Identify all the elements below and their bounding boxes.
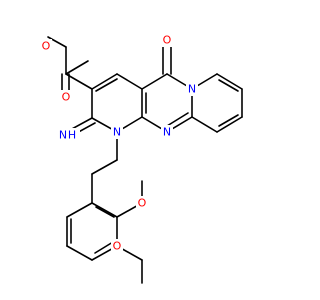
svg-text:N: N: [163, 126, 171, 139]
molecule-canvas: O O O N N N N H O O: [40, 33, 243, 284]
bond: [216, 116, 243, 133]
bond: [47, 36, 67, 48]
bond: [216, 73, 243, 90]
atom-label-O1: O: [40, 39, 52, 53]
svg-text:O: O: [163, 34, 172, 47]
svg-text:O: O: [42, 40, 51, 53]
bond: [95, 206, 115, 218]
bond: [66, 202, 93, 218]
bond: [141, 73, 168, 90]
atom-label-O4: O: [136, 196, 148, 210]
atom-label-N2: N: [161, 125, 173, 139]
bond: [95, 78, 118, 92]
bond: [91, 73, 118, 90]
molecule-structure: O O O N N N N H O O: [40, 33, 243, 284]
bond: [65, 73, 93, 90]
bond: [91, 159, 118, 175]
svg-text:O: O: [62, 91, 71, 104]
atom-label-N3: N: [111, 125, 123, 139]
bond: [218, 114, 239, 127]
atom-label-NH: N H: [58, 128, 80, 142]
bond: [116, 73, 143, 90]
svg-text:N: N: [188, 83, 196, 96]
bond: [65, 60, 89, 75]
svg-text:N: N: [113, 126, 121, 139]
atom-label-O2: O: [60, 90, 72, 104]
bond: [191, 116, 218, 133]
bond: [94, 241, 114, 254]
atom-label-N1: N: [186, 82, 198, 96]
svg-text:H: H: [68, 129, 76, 142]
atom-label-O5: O: [111, 239, 123, 253]
bond: [91, 202, 118, 218]
svg-text:N: N: [59, 129, 67, 142]
bond: [218, 79, 239, 92]
atom-label-O3: O: [161, 33, 173, 47]
svg-text:O: O: [138, 197, 147, 210]
svg-text:O: O: [113, 240, 122, 253]
bond: [166, 112, 189, 127]
bond: [66, 245, 93, 261]
